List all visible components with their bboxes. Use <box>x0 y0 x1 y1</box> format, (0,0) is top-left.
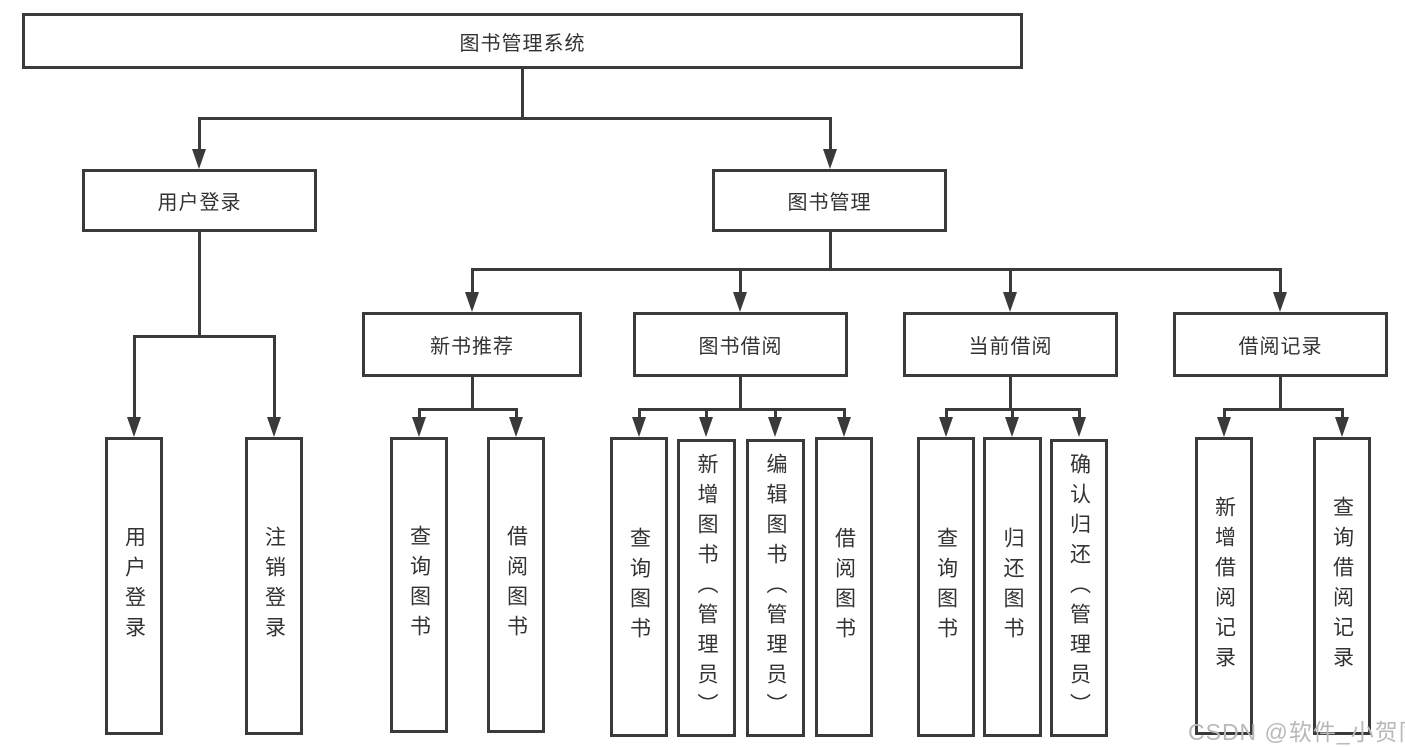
node-new-book-recommend: 新书推荐 <box>362 312 582 377</box>
arrowhead-user-login <box>192 149 206 169</box>
watermark: CSDN @软件_小贺同学 <box>1188 719 1405 745</box>
node-add-borrow-record: 新增借阅记录 <box>1195 437 1253 735</box>
node-new-book-recommend-label: 新书推荐 <box>430 336 514 358</box>
arrowhead-query-books-3 <box>939 417 953 437</box>
arrowhead-current-borrow <box>1003 292 1017 312</box>
node-add-book-admin: 新增图书（管理员） <box>677 439 736 737</box>
connector-drop-return-book <box>1011 408 1014 418</box>
arrowhead-borrow-records <box>1273 292 1287 312</box>
connector-drop-add-record <box>1223 408 1226 418</box>
node-add-book-admin-label: 新增图书（管理员） <box>695 453 718 723</box>
node-confirm-return-admin-label: 确认归还（管理员） <box>1067 453 1091 723</box>
node-query-borrow-record-label: 查询借阅记录 <box>1330 496 1354 676</box>
connector-current-borrow-stem <box>1009 376 1012 408</box>
connector-new-book-rail <box>418 408 518 411</box>
arrowhead-query-record <box>1335 417 1349 437</box>
connector-book-management-rail <box>471 268 1281 271</box>
arrowhead-logout-leaf <box>267 417 281 437</box>
arrowhead-login-leaf <box>127 417 141 437</box>
connector-book-management-stem <box>829 232 832 268</box>
node-current-borrow-label: 当前借阅 <box>968 336 1053 358</box>
connector-drop-query-record <box>1341 408 1344 418</box>
node-query-books-3-label: 查询图书 <box>934 527 958 647</box>
node-current-borrow: 当前借阅 <box>903 312 1118 377</box>
connector-drop-current-borrow <box>1009 268 1012 292</box>
connector-drop-query-books-3 <box>945 408 948 418</box>
connector-drop-add-book <box>705 408 708 418</box>
arrowhead-query-books-1 <box>412 417 426 437</box>
connector-root-stem <box>521 69 524 117</box>
connector-drop-borrow-records <box>1279 268 1282 292</box>
node-return-book-label: 归还图书 <box>1001 527 1024 647</box>
arrowhead-edit-book <box>768 417 782 437</box>
arrowhead-confirm-return <box>1072 417 1086 437</box>
connector-drop-book-management <box>829 117 832 150</box>
node-borrow-records-label: 借阅记录 <box>1238 336 1323 358</box>
connector-drop-edit-book <box>774 408 777 418</box>
node-book-borrow-label: 图书借阅 <box>698 336 783 358</box>
connector-book-borrow-rail <box>638 408 845 411</box>
arrowhead-book-management <box>823 149 837 169</box>
connector-drop-query-books-2 <box>638 408 641 418</box>
node-edit-book-admin-label: 编辑图书（管理员） <box>764 453 787 723</box>
arrowhead-query-books-2 <box>632 417 646 437</box>
connector-root-rail <box>198 117 832 120</box>
connector-user-login-rail <box>133 335 275 338</box>
node-borrow-books-1: 借阅图书 <box>487 437 545 733</box>
connector-drop-logout-leaf <box>273 335 276 418</box>
arrowhead-new-book <box>465 292 479 312</box>
connector-borrow-records-stem <box>1279 376 1282 408</box>
arrowhead-borrow-books-1 <box>509 417 523 437</box>
connector-borrow-records-rail <box>1223 408 1343 411</box>
connector-drop-confirm-return <box>1078 408 1081 418</box>
node-book-management-branch-label: 图书管理 <box>787 192 872 214</box>
arrowhead-borrow-books-2 <box>837 417 851 437</box>
arrowhead-book-borrow <box>733 292 747 312</box>
connector-drop-login-leaf <box>133 335 136 418</box>
connector-drop-book-borrow <box>739 268 742 292</box>
arrowhead-add-record <box>1217 417 1231 437</box>
node-query-books-1: 查询图书 <box>390 437 448 733</box>
node-edit-book-admin: 编辑图书（管理员） <box>746 439 805 737</box>
node-query-books-3: 查询图书 <box>917 437 975 737</box>
node-book-borrow: 图书借阅 <box>633 312 848 377</box>
connector-book-borrow-stem <box>739 376 742 408</box>
node-add-borrow-record-label: 新增借阅记录 <box>1212 496 1236 676</box>
connector-user-login-stem <box>198 232 201 335</box>
node-borrow-books-2-label: 借阅图书 <box>832 527 856 647</box>
connector-new-book-stem <box>471 376 474 408</box>
connector-drop-user-login <box>198 117 201 150</box>
node-library-system: 图书管理系统 <box>22 13 1023 69</box>
connector-drop-borrow-books-1 <box>515 408 518 418</box>
node-borrow-books-2: 借阅图书 <box>815 437 873 737</box>
node-query-borrow-record: 查询借阅记录 <box>1313 437 1371 735</box>
node-user-login-leaf: 用户登录 <box>105 437 163 735</box>
arrowhead-add-book <box>699 417 713 437</box>
connector-drop-query-books-1 <box>418 408 421 418</box>
node-user-login-branch-label: 用户登录 <box>157 192 242 214</box>
node-query-books-2: 查询图书 <box>610 437 668 737</box>
node-logout-leaf: 注销登录 <box>245 437 303 735</box>
node-book-management-branch: 图书管理 <box>712 169 947 232</box>
node-logout-leaf-label: 注销登录 <box>262 526 286 646</box>
node-library-system-label: 图书管理系统 <box>459 32 586 55</box>
node-query-books-1-label: 查询图书 <box>407 525 431 645</box>
arrowhead-return-book <box>1005 417 1019 437</box>
node-user-login-leaf-label: 用户登录 <box>122 526 146 646</box>
node-borrow-records: 借阅记录 <box>1173 312 1388 377</box>
node-borrow-books-1-label: 借阅图书 <box>504 525 528 645</box>
connector-drop-new-book <box>471 268 474 292</box>
node-user-login-branch: 用户登录 <box>82 169 317 232</box>
connector-drop-borrow-books-2 <box>843 408 846 418</box>
node-query-books-2-label: 查询图书 <box>627 527 651 647</box>
node-return-book: 归还图书 <box>983 437 1042 737</box>
node-confirm-return-admin: 确认归还（管理员） <box>1050 439 1108 737</box>
